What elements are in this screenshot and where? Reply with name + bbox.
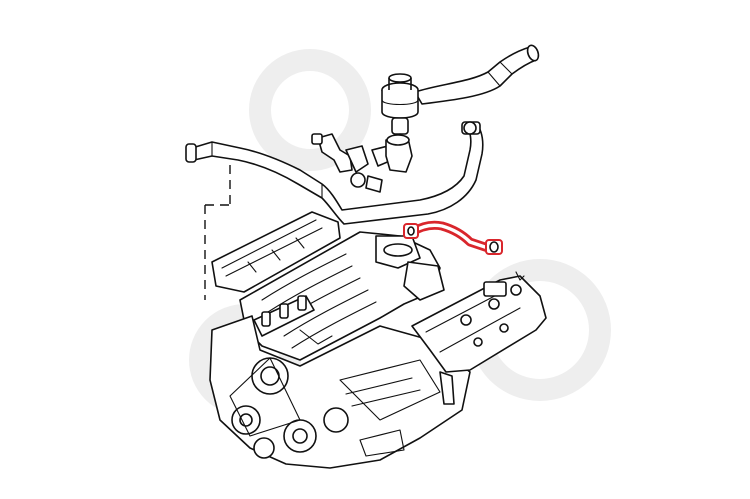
valve-cover-right <box>411 271 547 405</box>
intake-manifold <box>239 231 445 361</box>
upper-hose-right <box>414 44 540 105</box>
leader-lines <box>204 150 231 300</box>
engine-block <box>209 315 471 469</box>
valve-cover-left <box>211 211 341 293</box>
breather-hose-highlighted <box>403 220 503 255</box>
pcv-valve <box>381 73 419 151</box>
fuel-rail <box>253 295 333 345</box>
connector-fittings <box>311 121 477 193</box>
